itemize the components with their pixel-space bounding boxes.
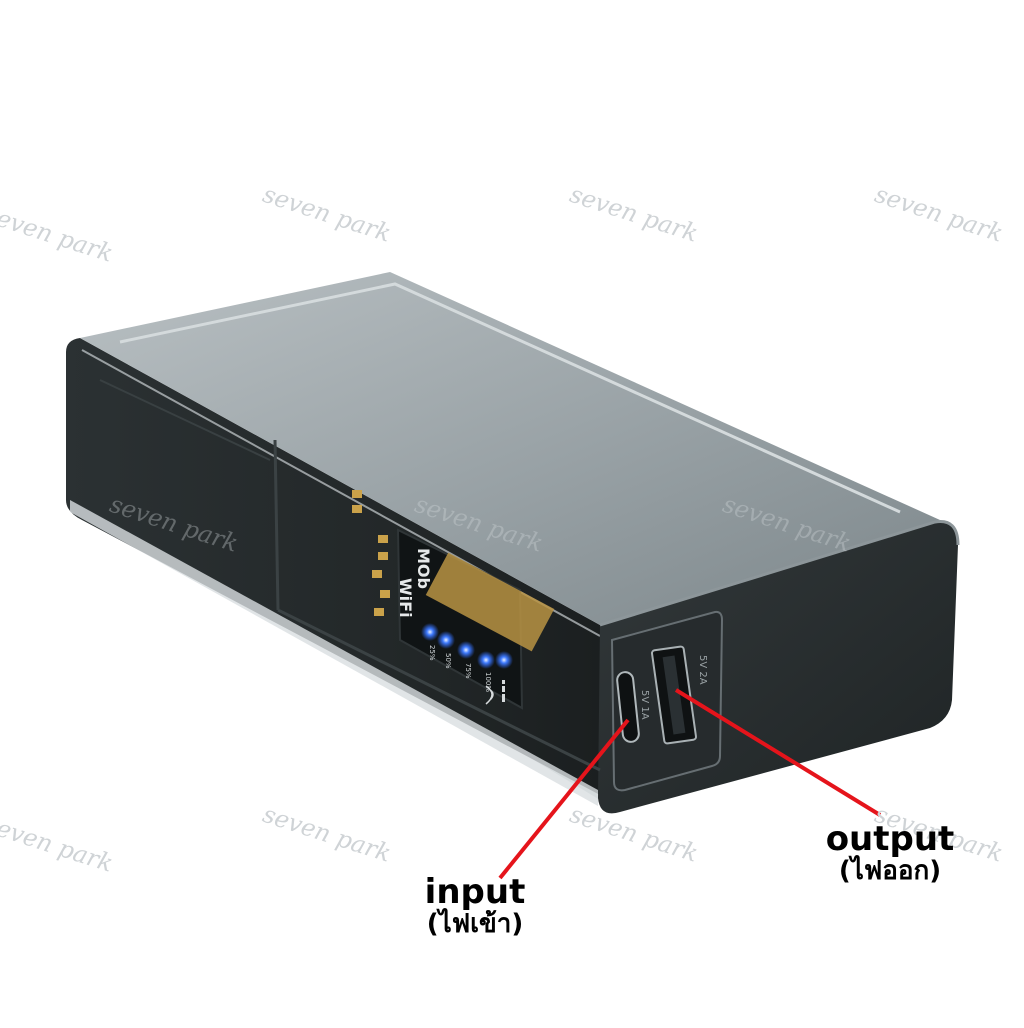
output-callout: output (ไฟออก) [810,819,970,886]
input-callout: input (ไฟเข้า) [395,872,555,939]
body-top-face [80,272,940,625]
brand-line2: WiFi [396,578,415,618]
output-label-thai: (ไฟออก) [838,855,942,886]
end-cap-rim [599,519,960,627]
gold-cell [425,552,555,652]
output-label: output [825,819,955,859]
led-label-3: 75% [464,663,472,679]
glass-highlight [70,500,598,806]
led-label-1: 25% [428,645,436,661]
input-pointer-line [498,718,630,880]
battery-leds [421,623,513,669]
led-2 [437,631,455,649]
output-pointer-line [674,688,882,817]
led-label-4: 100% [484,672,492,692]
led-3 [457,641,475,659]
signal-bars-icon [502,680,505,702]
input-label-thai: (ไฟเข้า) [426,908,524,939]
led-label-2: 50% [444,653,452,669]
led-4 [477,651,495,669]
internal-frame [273,439,601,772]
port-label-left: 5V 1A [639,690,650,720]
body-long-side [66,338,600,795]
circuit-components [352,490,390,616]
led-5 [495,651,513,669]
port-label-right: 5V 2A [697,655,708,685]
input-label: input [424,872,526,912]
top-highlight-line [119,282,901,514]
wifi-icon [485,685,494,705]
brand-line1: MOb [414,548,433,589]
led-1 [421,623,439,641]
